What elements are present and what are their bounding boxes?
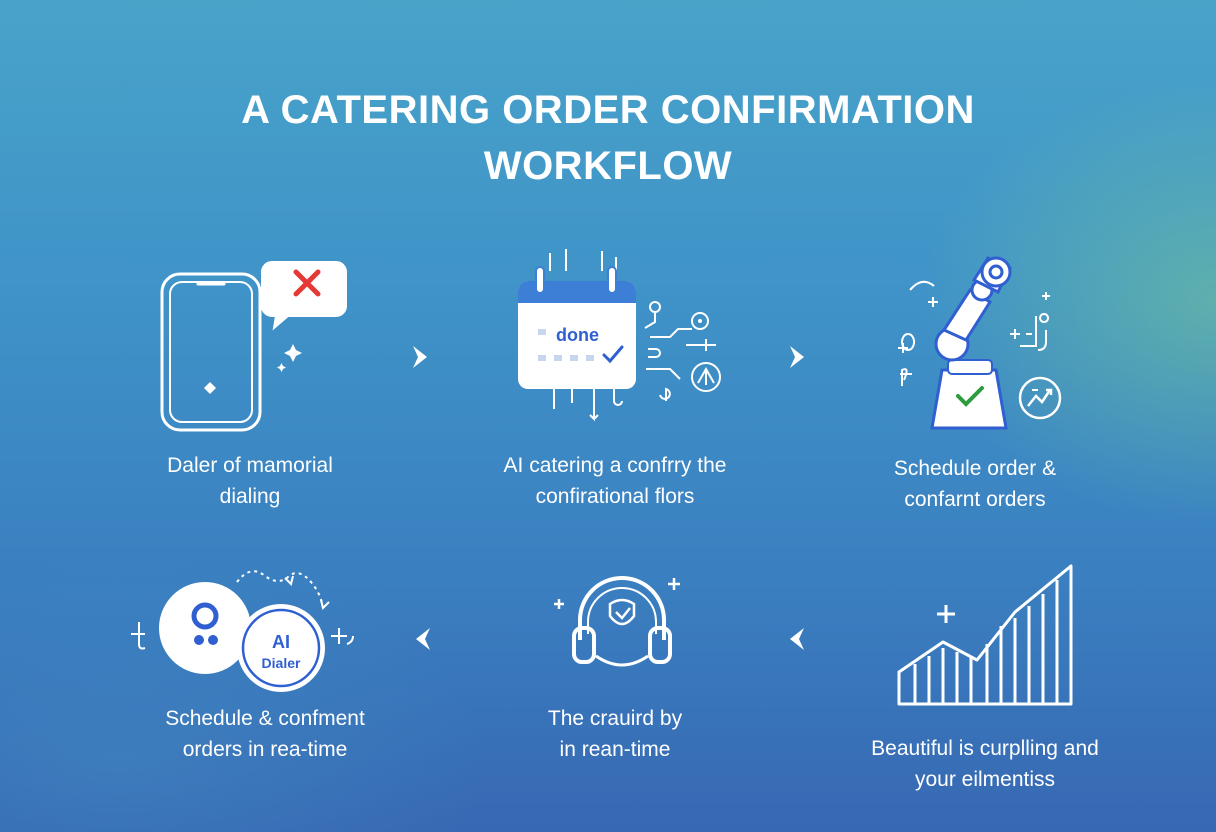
title-line-1: A CATERING ORDER CONFIRMATION bbox=[241, 88, 975, 132]
flow-arrow-left-1 bbox=[408, 624, 438, 654]
step-3-icon bbox=[890, 250, 1070, 435]
title-line-2: WORKFLOW bbox=[483, 144, 733, 188]
step-2-caption-line-1: AI catering a confrry the bbox=[503, 454, 727, 477]
step-4-caption-line-1: Beautiful is curplling and bbox=[871, 737, 1099, 760]
chevron-left-icon bbox=[416, 628, 430, 650]
chevron-right-icon bbox=[790, 346, 804, 368]
step-5-caption-line-1: The crauird by bbox=[547, 707, 683, 730]
flow-arrow-right-1 bbox=[405, 342, 435, 372]
flow-arrow-right-2 bbox=[782, 342, 812, 372]
step-6-caption-line-1: Schedule & confment bbox=[165, 707, 365, 730]
chevron-right-icon bbox=[413, 346, 427, 368]
headset-icon bbox=[554, 576, 680, 667]
page-title: A CATERING ORDER CONFIRMATION WORKFLOW bbox=[0, 82, 1216, 194]
step-6-icon: AI Dialer bbox=[125, 560, 365, 695]
step-3-caption-line-1: Schedule order & bbox=[893, 457, 1057, 480]
step-2-caption-line-2: confirational flors bbox=[535, 485, 695, 508]
growth-chart-icon bbox=[897, 564, 1073, 706]
calendar-done-icon: done bbox=[518, 249, 721, 422]
step-2-caption: AI catering a confrry the confirational … bbox=[465, 450, 765, 512]
step-1-caption-line-1: Daler of mamorial bbox=[167, 454, 333, 477]
flow-arrow-left-2 bbox=[782, 624, 812, 654]
ai-dialer-icon: AI Dialer bbox=[131, 570, 354, 692]
step-6-caption-line-2: orders in rea-time bbox=[182, 738, 348, 761]
ai-dialer-badge-line-2: Dialer bbox=[262, 655, 301, 671]
step-4-icon bbox=[895, 560, 1080, 710]
smartphone-with-error-bubble-icon bbox=[160, 261, 347, 432]
step-6-caption: Schedule & confment orders in rea-time bbox=[105, 703, 425, 765]
chevron-left-icon bbox=[790, 628, 804, 650]
robot-arm-check-icon bbox=[898, 256, 1062, 430]
calendar-done-label: done bbox=[556, 325, 599, 345]
step-4-caption: Beautiful is curplling and your eilmenti… bbox=[830, 733, 1140, 795]
ai-dialer-badge-line-1: AI bbox=[272, 632, 290, 652]
step-1-caption: Daler of mamorial dialing bbox=[110, 450, 390, 512]
step-1-caption-line-2: dialing bbox=[219, 485, 281, 508]
step-4-caption-line-2: your eilmentiss bbox=[914, 768, 1056, 791]
step-5-caption-line-2: in rean-time bbox=[559, 738, 671, 761]
step-3-caption: Schedule order & confarnt orders bbox=[830, 453, 1120, 515]
step-5-icon bbox=[540, 570, 690, 680]
step-2-icon: done bbox=[510, 245, 740, 430]
step-1-icon bbox=[150, 250, 360, 435]
step-3-caption-line-2: confarnt orders bbox=[904, 488, 1046, 511]
step-5-caption: The crauird by in rean-time bbox=[470, 703, 760, 765]
